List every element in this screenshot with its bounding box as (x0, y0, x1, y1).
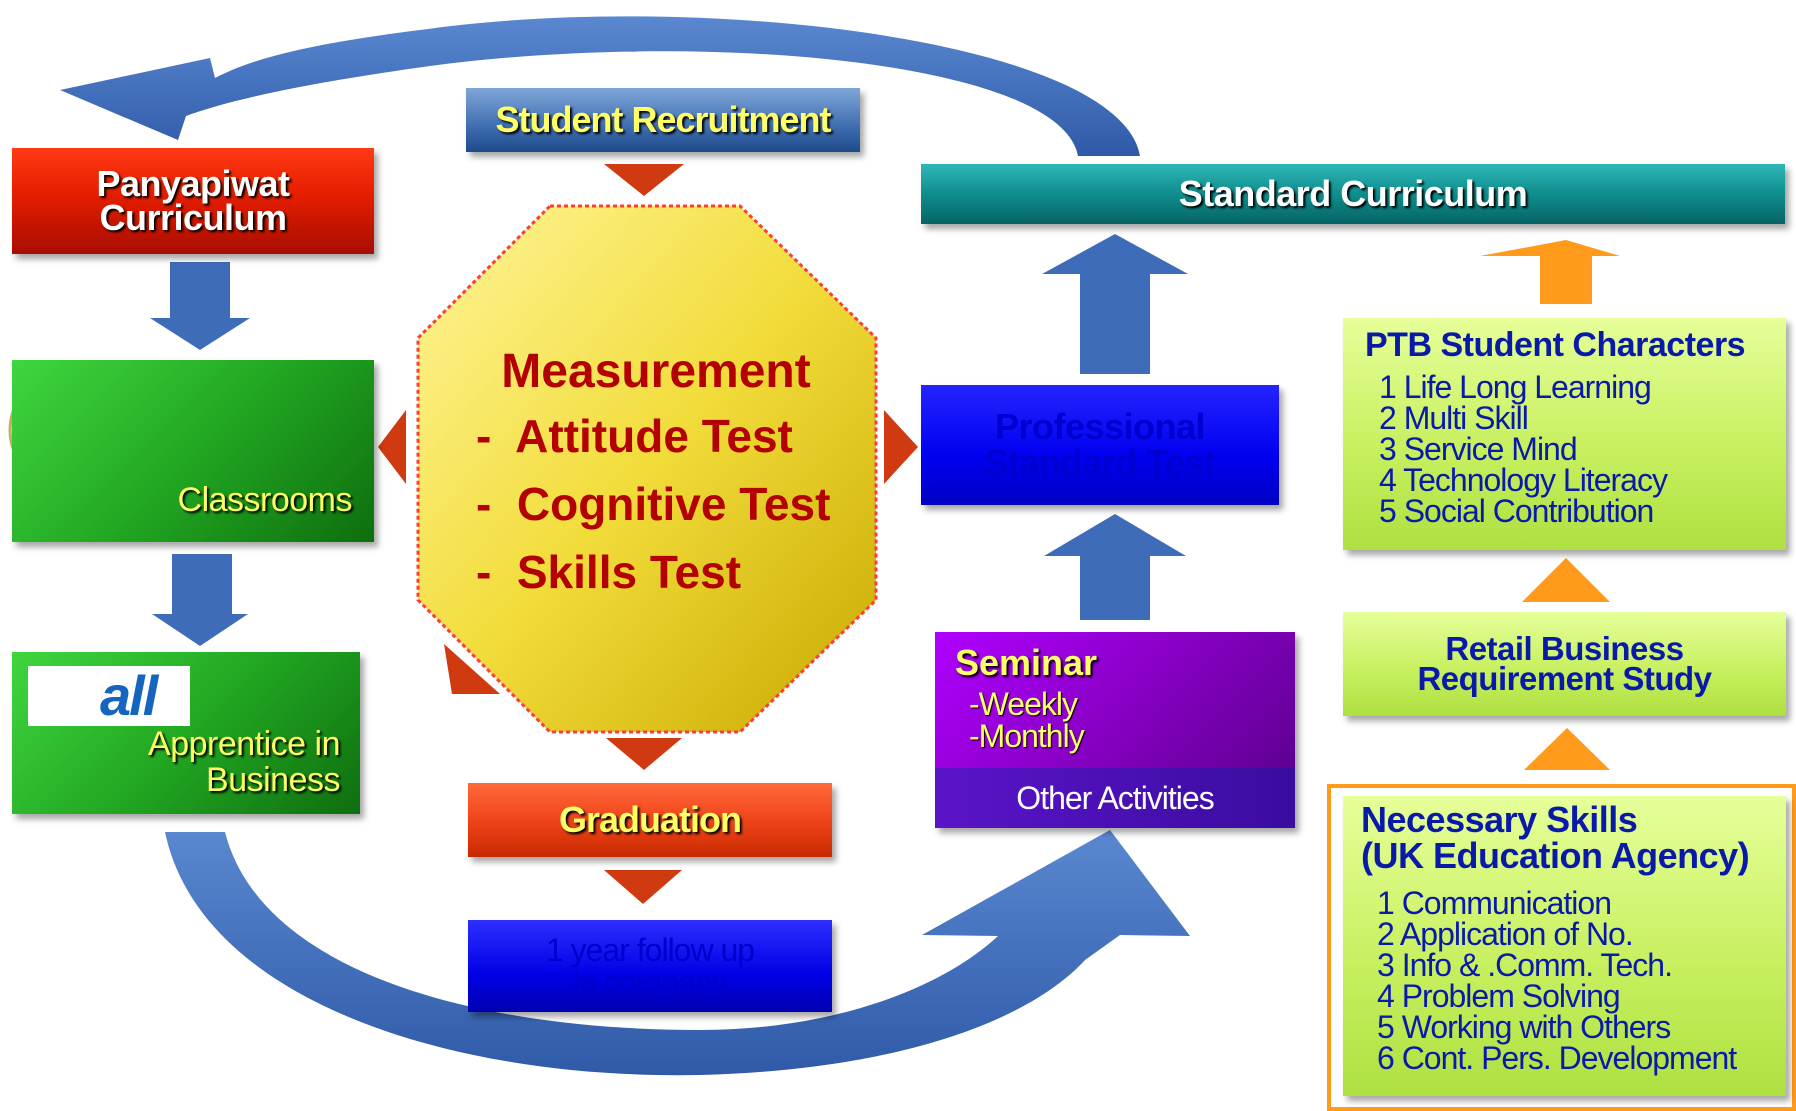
standard-curriculum-box: Standard Curriculum (921, 164, 1785, 224)
classrooms-box: Classrooms (12, 360, 374, 542)
seminar-box: Seminar -Weekly -Monthly Other Activitie… (935, 632, 1295, 828)
arrow-measurement-to-classrooms (378, 410, 406, 484)
necessary-skills-list: 1 Communication 2 Application of No. 3 I… (1377, 885, 1737, 1076)
measurement-panel: Measurement - Attitude Test - Cognitive … (416, 204, 876, 736)
other-activities-label: Other Activities (1016, 779, 1214, 816)
measurement-item: - Skills Test (476, 546, 742, 598)
necessary-skills-box: Necessary Skills (UK Education Agency) 1… (1343, 796, 1786, 1096)
professional-standard-test-label: Professional Standard Test (984, 406, 1216, 483)
student-recruitment-label: Student Recruitment (495, 99, 831, 140)
panyapiwat-curriculum-box: Panyapiwat Curriculum (12, 148, 374, 254)
arrow-measurement-to-professional (884, 410, 918, 484)
panyapiwat-curriculum-label: Panyapiwat Curriculum (96, 163, 290, 238)
list-item: 3 Info & .Comm. Tech. (1377, 947, 1673, 983)
arrow-professional-to-standard (1042, 234, 1188, 374)
list-item: 4 Technology Literacy (1379, 462, 1668, 498)
follow-up-box: 1 year follow up in company (468, 920, 832, 1012)
all-logo: all (28, 666, 190, 726)
necessary-skills-title: Necessary Skills (UK Education Agency) (1361, 799, 1750, 876)
retail-business-requirement-box: Retail Business Requirement Study (1343, 612, 1786, 716)
list-item: 3 Service Mind (1379, 431, 1578, 467)
list-item: 2 Application of No. (1377, 916, 1634, 952)
arrow-classrooms-to-apprentice (152, 554, 248, 646)
list-item: 1 Life Long Learning (1379, 369, 1652, 405)
professional-standard-test-box: Professional Standard Test (921, 385, 1279, 505)
arrow-measurement-to-graduation (606, 738, 682, 770)
measurement-text: Measurement - Attitude Test - Cognitive … (446, 344, 866, 613)
seminar-panel: Seminar -Weekly -Monthly (935, 632, 1295, 768)
measurement-octagon (416, 204, 878, 734)
seminar-items: -Weekly -Monthly (969, 686, 1085, 754)
measurement-title: Measurement (501, 345, 811, 398)
graduation-label: Graduation (558, 799, 742, 840)
all-logo-text: all (100, 664, 158, 727)
retail-business-requirement-label: Retail Business Requirement Study (1417, 630, 1712, 697)
list-item: 6 Cont. Pers. Development (1377, 1040, 1737, 1076)
arrow-measurement-to-apprentice (444, 644, 500, 694)
list-item: 1 Communication (1377, 885, 1612, 921)
apprentice-in-business-box: all Apprentice in Business (12, 652, 360, 814)
arrow-necessary-to-retail (1524, 728, 1610, 770)
measurement-item: - Cognitive Test (476, 478, 831, 530)
bottom-curve-arrow (165, 830, 1190, 1076)
arrow-panyapiwat-to-classrooms (150, 262, 250, 350)
seminar-title: Seminar (955, 642, 1098, 683)
list-item: 2 Multi Skill (1379, 400, 1529, 436)
ptb-list: 1 Life Long Learning 2 Multi Skill 3 Ser… (1379, 369, 1668, 529)
measurement-item: - Attitude Test (476, 410, 793, 462)
follow-up-label: 1 year follow up in company (545, 932, 755, 1000)
arrow-recruitment-to-measurement (604, 164, 684, 196)
classrooms-label: Classrooms (177, 481, 353, 519)
apprentice-in-business-label: Apprentice in Business (148, 725, 340, 799)
student-recruitment-box: Student Recruitment (466, 88, 860, 152)
top-return-arrow (60, 16, 1140, 156)
arrow-ptb-to-standard (1480, 240, 1620, 304)
graduation-box: Graduation (468, 783, 832, 857)
list-item: 5 Working with Others (1377, 1009, 1671, 1045)
other-activities-panel: Other Activities (935, 768, 1295, 828)
arrow-graduation-to-followup (604, 870, 682, 904)
ptb-student-characters-box: PTB Student Characters 1 Life Long Learn… (1343, 318, 1786, 550)
arrow-seminar-to-professional (1044, 514, 1186, 620)
list-item: 5 Social Contribution (1379, 493, 1654, 529)
ptb-title: PTB Student Characters (1365, 326, 1746, 364)
list-item: 4 Problem Solving (1377, 978, 1621, 1014)
standard-curriculum-label: Standard Curriculum (1178, 173, 1528, 214)
arrow-retail-to-ptb (1522, 558, 1610, 602)
